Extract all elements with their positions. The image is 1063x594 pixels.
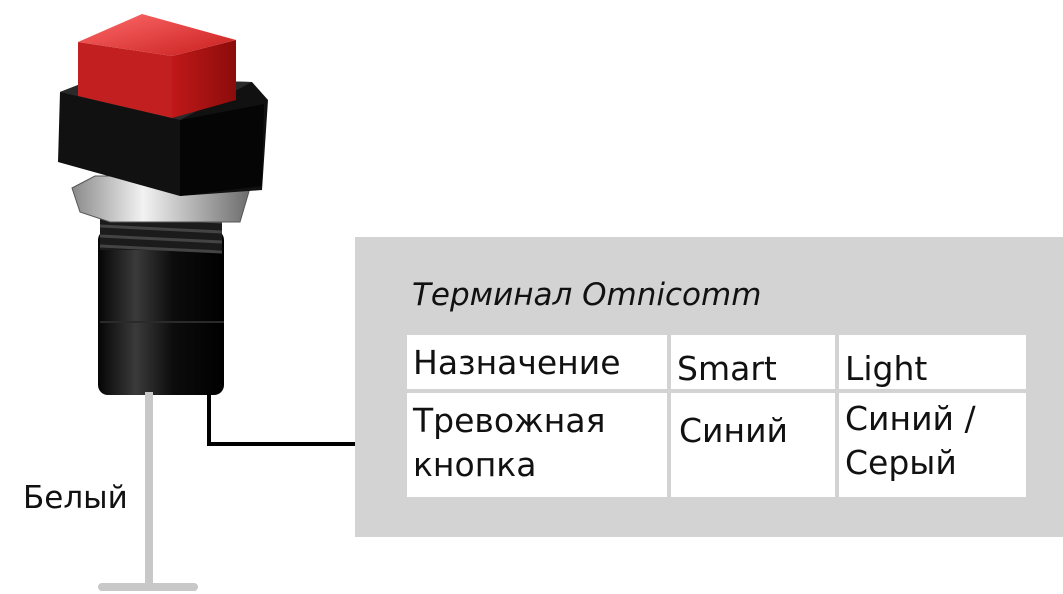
- cell-light: Синий / Серый: [839, 393, 1026, 497]
- push-button-illustration: [58, 14, 268, 395]
- header-light: Light: [839, 335, 1026, 389]
- button-lower-body: [98, 230, 224, 395]
- cell-light-line2: Серый: [845, 443, 957, 482]
- white-wire: [145, 392, 153, 588]
- header-smart: Smart: [671, 335, 835, 389]
- button-cap-side: [78, 42, 172, 118]
- cell-light-line1: Синий /: [845, 399, 976, 438]
- button-cap-right: [172, 40, 236, 118]
- panel-title: Терминал Omnicomm: [412, 277, 762, 313]
- white-wire-label: Белый: [23, 480, 128, 516]
- black-wire-horizontal: [207, 442, 410, 446]
- cell-purpose-line1: Тревожная: [413, 401, 606, 440]
- terminal-panel: Терминал Omnicomm Назначение Smart Light…: [355, 237, 1063, 537]
- button-cap-top: [78, 14, 236, 56]
- header-purpose: Назначение: [407, 335, 667, 389]
- cell-purpose-line2: кнопка: [413, 445, 537, 484]
- cell-purpose: Тревожная кнопка: [407, 393, 667, 497]
- black-wire-vertical: [207, 394, 211, 446]
- cell-smart: Синий: [671, 393, 835, 497]
- white-wire-terminal: [98, 583, 198, 591]
